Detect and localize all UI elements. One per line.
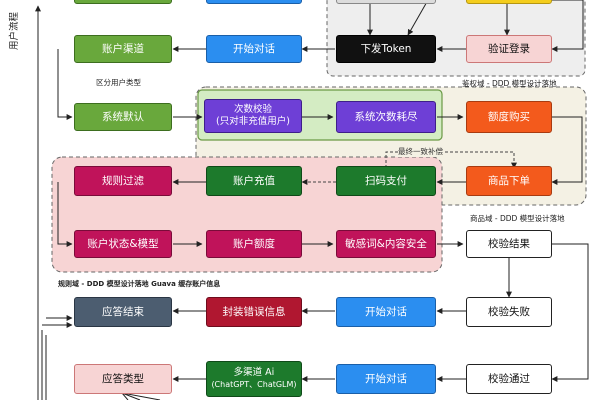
multi-channel-ai-title: 多渠道 Ai <box>233 367 275 378</box>
issue-token-node: 下发Token <box>336 35 436 63</box>
account-quota-node: 账户额度 <box>206 230 302 258</box>
multi-channel-ai-subtitle: (ChatGPT、ChatGLM) <box>211 380 297 389</box>
product-order-node: 商品下单 <box>466 166 552 196</box>
user-flow-label: 用户流程 <box>9 12 20 51</box>
rule-filter-node: 规则过滤 <box>74 166 172 196</box>
quota-purchase-node: 额度购买 <box>466 101 552 133</box>
start-dialog-node-2: 开始对话 <box>336 297 436 327</box>
count-check-subtitle: (只对非充值用户) <box>216 116 290 127</box>
top-blue-node <box>206 0 302 4</box>
start-dialog-node-3: 开始对话 <box>336 364 436 394</box>
count-check-title: 次数校验 <box>233 104 272 115</box>
rule-domain-label: 规则域 - DDD 模型设计落地 Guava 缓存账户信息 <box>58 280 221 288</box>
account-channel-node: 账户渠道 <box>74 35 172 63</box>
account-status-model-node: 账户状态&模型 <box>74 230 172 258</box>
auth-top-yellow-node <box>466 0 552 4</box>
check-result-node: 校验结果 <box>466 230 552 258</box>
scan-pay-node: 扫码支付 <box>336 166 436 196</box>
start-dialog-node-1: 开始对话 <box>206 35 302 63</box>
check-fail-node: 校验失败 <box>466 297 552 327</box>
auth-top-grey-node <box>336 0 436 4</box>
system-default-node: 系统默认 <box>74 103 172 131</box>
product-domain-label: 商品域 - DDD 模型设计落地 <box>470 214 565 223</box>
count-check-node: 次数校验 (只对非充值用户) <box>204 99 302 133</box>
distinguish-user-type-label: 区分用户类型 <box>96 78 141 87</box>
auth-domain-label: 鉴权域 - DDD 模型设计落地 <box>462 79 557 88</box>
eventual-consistency-label: 最终一致补偿 <box>398 146 443 157</box>
answer-type-node: 应答类型 <box>74 364 172 394</box>
sensitive-content-safety-node: 敏感词&内容安全 <box>336 230 436 258</box>
answer-end-node: 应答结束 <box>74 297 172 327</box>
top-left-green-node <box>74 0 172 4</box>
system-count-consume-node: 系统次数耗尽 <box>336 101 436 133</box>
multi-channel-ai-node: 多渠道 Ai (ChatGPT、ChatGLM) <box>206 361 302 397</box>
check-pass-node: 校验通过 <box>466 364 552 394</box>
account-recharge-node: 账户充值 <box>206 166 302 196</box>
wrap-error-node: 封装错误信息 <box>206 297 302 327</box>
verify-login-node: 验证登录 <box>466 35 552 63</box>
